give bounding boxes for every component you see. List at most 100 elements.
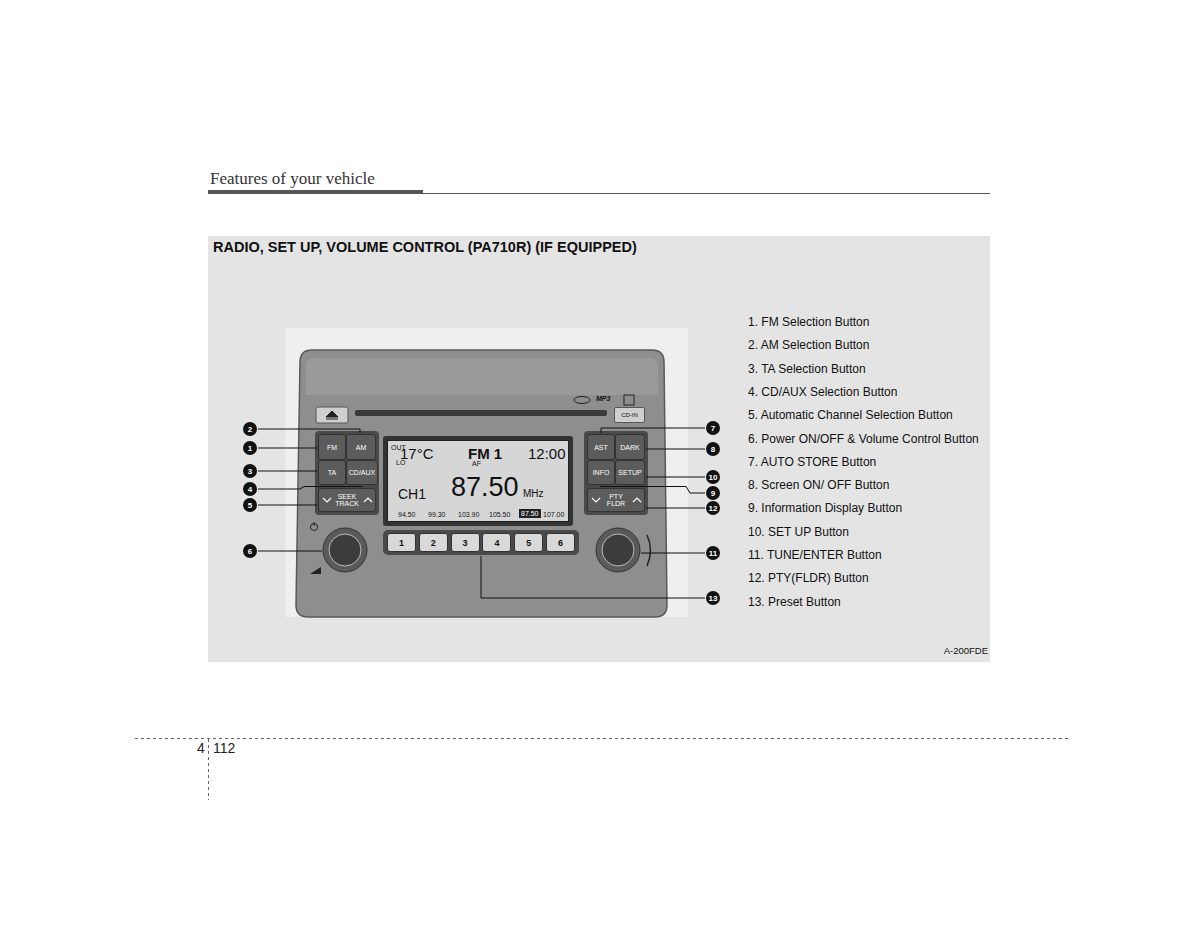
power-symbol	[314, 522, 315, 526]
radio-button: CD/AUX	[346, 460, 378, 485]
button-label: INFO	[593, 469, 610, 476]
button-label: DARK	[620, 444, 639, 451]
legend-item-text: 2. AM Selection Button	[748, 339, 869, 353]
display-text: 107.00	[543, 511, 564, 518]
tune-knob	[602, 534, 634, 566]
legend-item-text: 6. Power ON/OFF & Volume Control Button	[748, 433, 979, 447]
callout-number: 6	[243, 544, 257, 558]
tune-arc	[647, 535, 651, 566]
button-label: 1	[399, 538, 404, 548]
figure-code: A-200FDE	[944, 646, 988, 657]
leader-lines	[258, 428, 705, 598]
preset-button: 1	[387, 533, 416, 552]
button-label: CD-IN	[621, 412, 638, 418]
callout-number: 5	[243, 498, 257, 512]
preset-button: 4	[482, 533, 511, 552]
display-text: 99.30	[428, 511, 446, 518]
button-label: SEEK TRACK	[334, 493, 360, 507]
legend-item-text: 1. FM Selection Button	[748, 316, 869, 330]
photo-ground	[285, 328, 688, 617]
button-label: TA	[328, 469, 336, 476]
radio-button: PTY FLDR	[587, 488, 645, 512]
faceplate-top	[306, 358, 658, 395]
preset-button: 6	[546, 533, 575, 552]
radio-button: FM	[318, 434, 346, 460]
display-text: 103.90	[458, 511, 479, 518]
page-number: 4	[197, 740, 205, 756]
down-chevron	[323, 498, 331, 502]
header-bar	[208, 190, 423, 194]
logo-text: MP3	[596, 395, 610, 403]
display-text: 87.50	[451, 474, 519, 501]
radio-button: SEEK TRACK	[318, 488, 376, 512]
callout-number: 8	[706, 442, 720, 456]
right-button-cluster	[584, 431, 648, 515]
legend-item-text: 5. Automatic Channel Selection Button	[748, 409, 953, 423]
display-text: 105.50	[489, 511, 510, 518]
up-chevron	[364, 498, 372, 502]
preset-button: 5	[514, 533, 543, 552]
radio-button: SETUP	[615, 460, 645, 485]
eject-symbol	[326, 411, 338, 419]
legend-item-text: 4. CD/AUX Selection Button	[748, 386, 897, 400]
display-text: 17°C	[400, 446, 434, 461]
lcd-display: OUT17°CLOFM 1AF12:00CH187.50MHz94.5099.3…	[387, 440, 569, 522]
radio-button: TA	[318, 460, 346, 485]
radio-button: DARK	[615, 434, 645, 460]
button-label: PTY FLDR	[603, 493, 629, 507]
button-label: AST	[594, 444, 608, 451]
page-number: 112	[213, 740, 235, 756]
callout-number: 1	[243, 441, 257, 455]
legend-item-text: 12. PTY(FLDR) Button	[748, 572, 869, 586]
callout-number: 12	[706, 501, 720, 515]
callout-number: 13	[706, 591, 720, 605]
radio-button: CD-IN	[614, 407, 645, 423]
preset-button: 2	[419, 533, 448, 552]
display-text: 94.50	[398, 511, 416, 518]
radio-button: INFO	[587, 460, 615, 485]
legend-item-text: 13. Preset Button	[748, 596, 841, 610]
button-label: 5	[526, 538, 531, 548]
radio-button: AST	[587, 434, 615, 460]
callout-number: 4	[243, 482, 257, 496]
button-label: FM	[327, 444, 337, 451]
cd-slot	[355, 410, 607, 416]
display-text: CH1	[398, 487, 426, 501]
legend-item-text: 3. TA Selection Button	[748, 363, 866, 377]
footer-rule	[135, 738, 1070, 739]
callout-number: 2	[243, 422, 257, 436]
cd-logo	[624, 395, 634, 405]
legend-item-text: 7. AUTO STORE Button	[748, 456, 876, 470]
legend-item-text: 10. SET UP Button	[748, 526, 849, 540]
button-label: 3	[463, 538, 468, 548]
display-text: FM 1	[468, 446, 502, 461]
tune-knob-ring	[596, 528, 640, 572]
button-label: AM	[356, 444, 367, 451]
volume-symbol	[310, 567, 321, 574]
button-label: CD/AUX	[349, 469, 375, 476]
callout-number: 7	[706, 421, 720, 435]
display-frame	[383, 436, 573, 526]
footer-rule	[208, 739, 209, 800]
callout-number: 10	[706, 470, 720, 484]
callout-number: 9	[706, 486, 720, 500]
display-text: LO	[396, 459, 405, 466]
section-title: RADIO, SET UP, VOLUME CONTROL (PA710R) (…	[213, 239, 637, 256]
rds-logo	[574, 397, 590, 404]
radio-button: AM	[346, 434, 376, 460]
callout-number: 11	[706, 546, 720, 560]
preset-strip	[383, 530, 579, 555]
eject-button	[316, 407, 348, 423]
left-button-cluster	[315, 431, 379, 515]
display-text: 12:00	[528, 446, 566, 461]
up-chevron	[633, 498, 641, 502]
callout-number: 3	[243, 464, 257, 478]
preset-button: 3	[451, 533, 480, 552]
button-label: 6	[558, 538, 563, 548]
display-text: AF	[472, 460, 481, 467]
legend-item-text: 11. TUNE/ENTER Button	[748, 549, 882, 563]
button-label: SETUP	[618, 469, 641, 476]
volume-knob	[329, 534, 361, 566]
